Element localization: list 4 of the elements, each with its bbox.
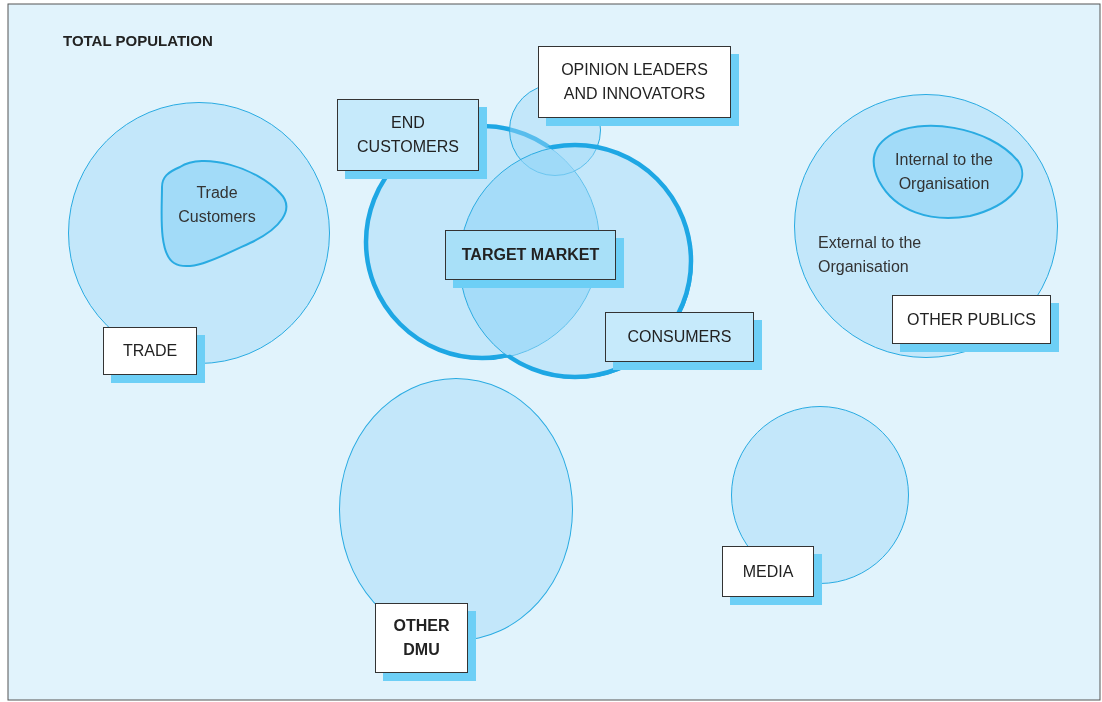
region-label: Trade Customers: [177, 183, 257, 227]
region-label: Internal to the Organisation: [894, 150, 994, 194]
panel-label: TOTAL POPULATION: [63, 32, 213, 49]
region-label: External to the Organisation: [818, 233, 923, 277]
